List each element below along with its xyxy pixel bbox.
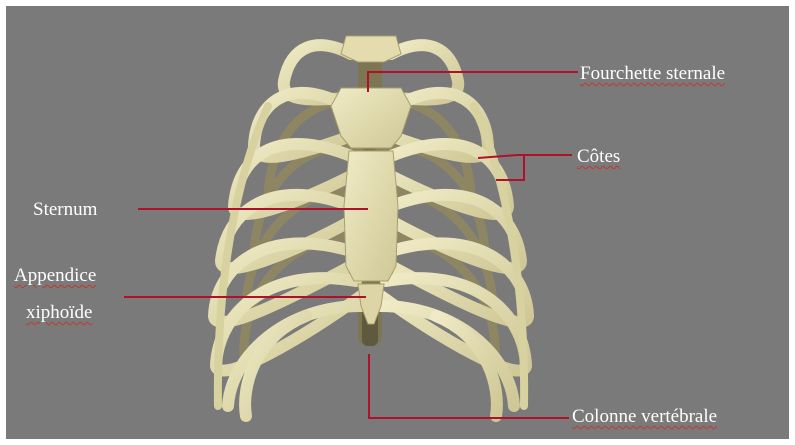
manubrium [331, 88, 411, 148]
leader-colonne [369, 354, 569, 418]
label-sternum: Sternum [33, 199, 97, 221]
top-vertebra [341, 36, 401, 62]
label-appendice-line1: Appendice [14, 265, 96, 287]
diagram-canvas: Fourchette sternale Côtes Sternum Append… [6, 6, 789, 439]
label-fourchette-sternale: Fourchette sternale [580, 63, 725, 85]
label-cotes: Côtes [577, 146, 620, 168]
label-colonne-vertebrale: Colonne vertébrale [572, 406, 717, 428]
sternum-body [344, 151, 398, 281]
label-appendice-line2: xiphoïde [26, 302, 93, 324]
